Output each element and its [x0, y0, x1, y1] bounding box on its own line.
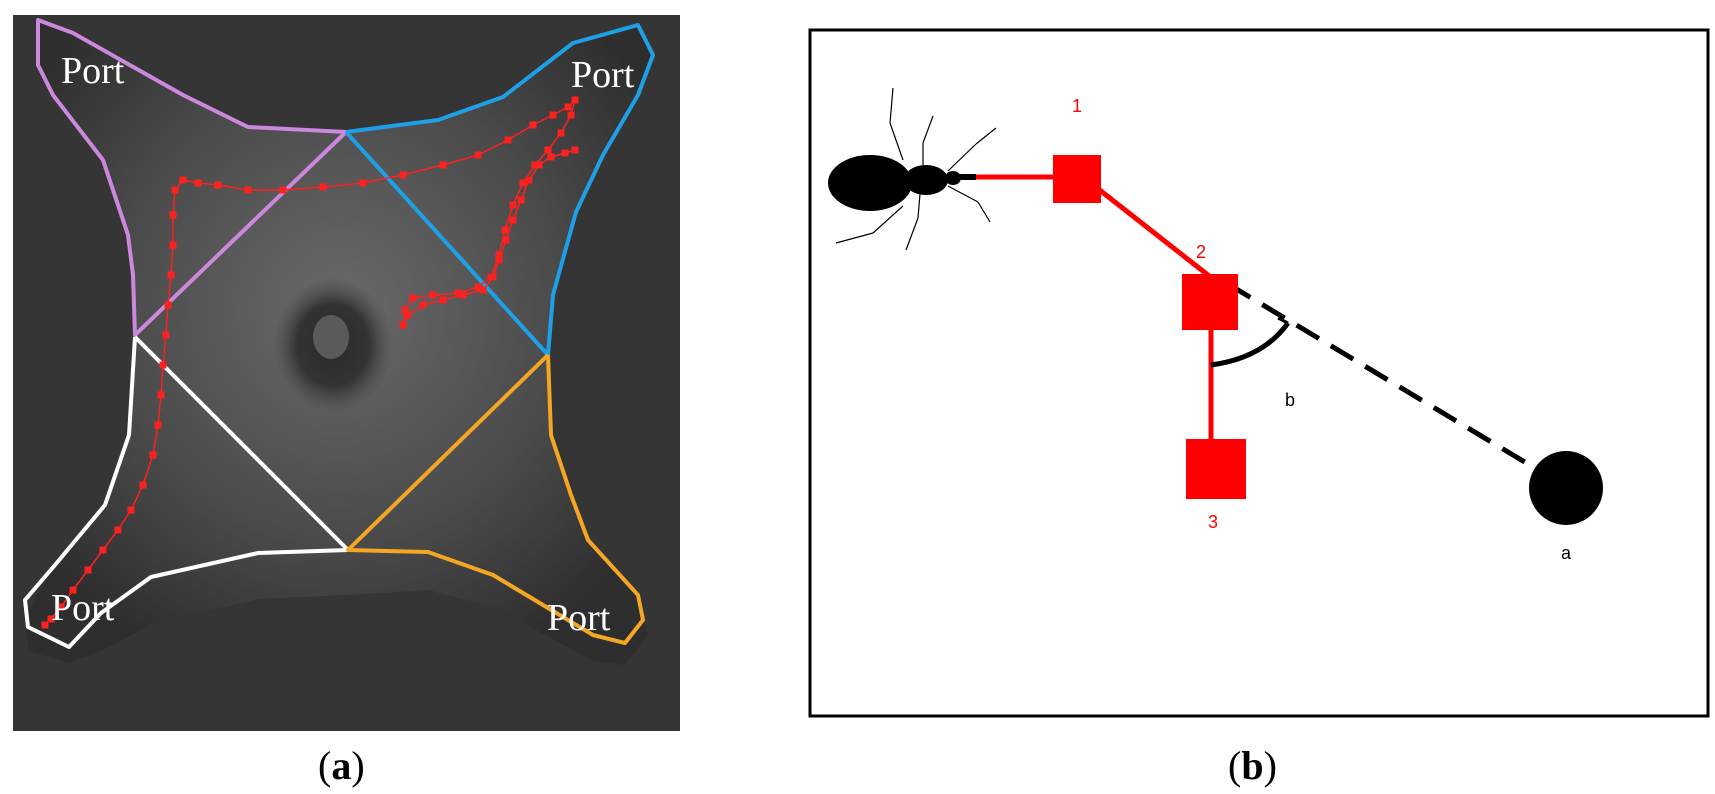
point-label-2: 2 — [1196, 242, 1206, 262]
point-label-1: 1 — [1072, 96, 1082, 116]
track-point — [439, 161, 447, 169]
track-point — [139, 481, 147, 489]
track-point — [399, 171, 407, 179]
track-point — [495, 256, 503, 264]
track-point — [404, 311, 412, 319]
track-point — [167, 271, 175, 279]
track-point — [57, 603, 65, 611]
port-label-bottom-right: Port — [547, 597, 611, 639]
beetle-icon — [828, 87, 997, 251]
track-point — [47, 615, 55, 623]
zone-top-left — [36, 18, 348, 337]
track-point — [114, 526, 122, 534]
track-point — [439, 296, 447, 304]
zone-top-right — [344, 23, 655, 357]
point-marker-2 — [1182, 274, 1238, 330]
track-point — [517, 196, 525, 204]
caption-b: (b) — [1228, 743, 1277, 788]
track-point — [401, 306, 409, 314]
track-point — [154, 421, 162, 429]
track-point — [214, 181, 222, 189]
track-point — [504, 136, 512, 144]
target-label: a — [1561, 543, 1572, 563]
track-point — [359, 179, 367, 187]
track-point — [501, 226, 509, 234]
track-point — [162, 331, 170, 339]
angle-arc — [1210, 321, 1291, 368]
track-point — [419, 301, 427, 309]
track-point — [194, 179, 202, 187]
track-point — [531, 161, 539, 169]
track-point — [502, 236, 510, 244]
track-point — [489, 273, 497, 281]
track-point — [474, 151, 482, 159]
track-point — [547, 153, 555, 161]
diagram-frame — [808, 28, 1710, 718]
track-point — [159, 361, 167, 369]
point-marker-3 — [1186, 439, 1246, 499]
track-point — [244, 186, 252, 194]
angle-panel: 1 2 3 b a — [808, 28, 1710, 718]
path-segments — [976, 174, 1215, 448]
angle-label: b — [1285, 390, 1295, 410]
track-point — [564, 103, 572, 111]
port-label-bottom-left: Port — [51, 587, 115, 629]
caption-a: (a) — [318, 743, 365, 788]
track-point — [459, 291, 467, 299]
arena-figure: Port Port Port Port — [13, 15, 680, 731]
track-point — [567, 111, 575, 119]
port-label-top-right: Port — [571, 54, 635, 96]
track-point — [99, 546, 107, 554]
track-point — [557, 129, 565, 137]
point-label-3: 3 — [1208, 512, 1218, 532]
track-point — [171, 186, 179, 194]
track-point — [571, 146, 579, 154]
track-point — [571, 96, 579, 104]
track-point — [69, 586, 77, 594]
track-point — [169, 241, 177, 249]
track-point — [544, 146, 552, 154]
track-point — [561, 149, 569, 157]
track-point — [164, 301, 172, 309]
track-point — [479, 286, 487, 294]
track-point — [454, 289, 462, 297]
track-point — [529, 121, 537, 129]
angle-diagram: 1 2 3 b a — [808, 28, 1710, 718]
zone-bottom-right — [346, 353, 645, 645]
track-point — [509, 216, 517, 224]
track-point — [429, 291, 437, 299]
track-point — [549, 111, 557, 119]
track-point — [519, 179, 527, 187]
track-point — [535, 161, 543, 169]
track-point — [409, 294, 417, 302]
track-point — [525, 176, 533, 184]
track-point — [509, 201, 517, 209]
arena-panel: Port Port Port Port — [13, 15, 680, 731]
track-point — [127, 506, 135, 514]
heading-dashed-line — [1226, 281, 1550, 479]
track-point — [495, 251, 503, 259]
center-stone — [313, 315, 349, 359]
track-point — [279, 186, 287, 194]
track-point — [41, 621, 49, 629]
track-point — [399, 321, 407, 329]
track-point — [319, 183, 327, 191]
track-point — [84, 566, 92, 574]
tracked-path — [41, 96, 579, 629]
track-point — [157, 391, 165, 399]
zone-bottom-left — [23, 335, 350, 649]
track-point — [149, 451, 157, 459]
track-point — [474, 283, 482, 291]
track-point — [169, 211, 177, 219]
port-label-top-left: Port — [61, 50, 125, 92]
point-marker-1 — [1053, 155, 1101, 203]
target-marker — [1529, 451, 1603, 525]
track-point — [179, 176, 187, 184]
